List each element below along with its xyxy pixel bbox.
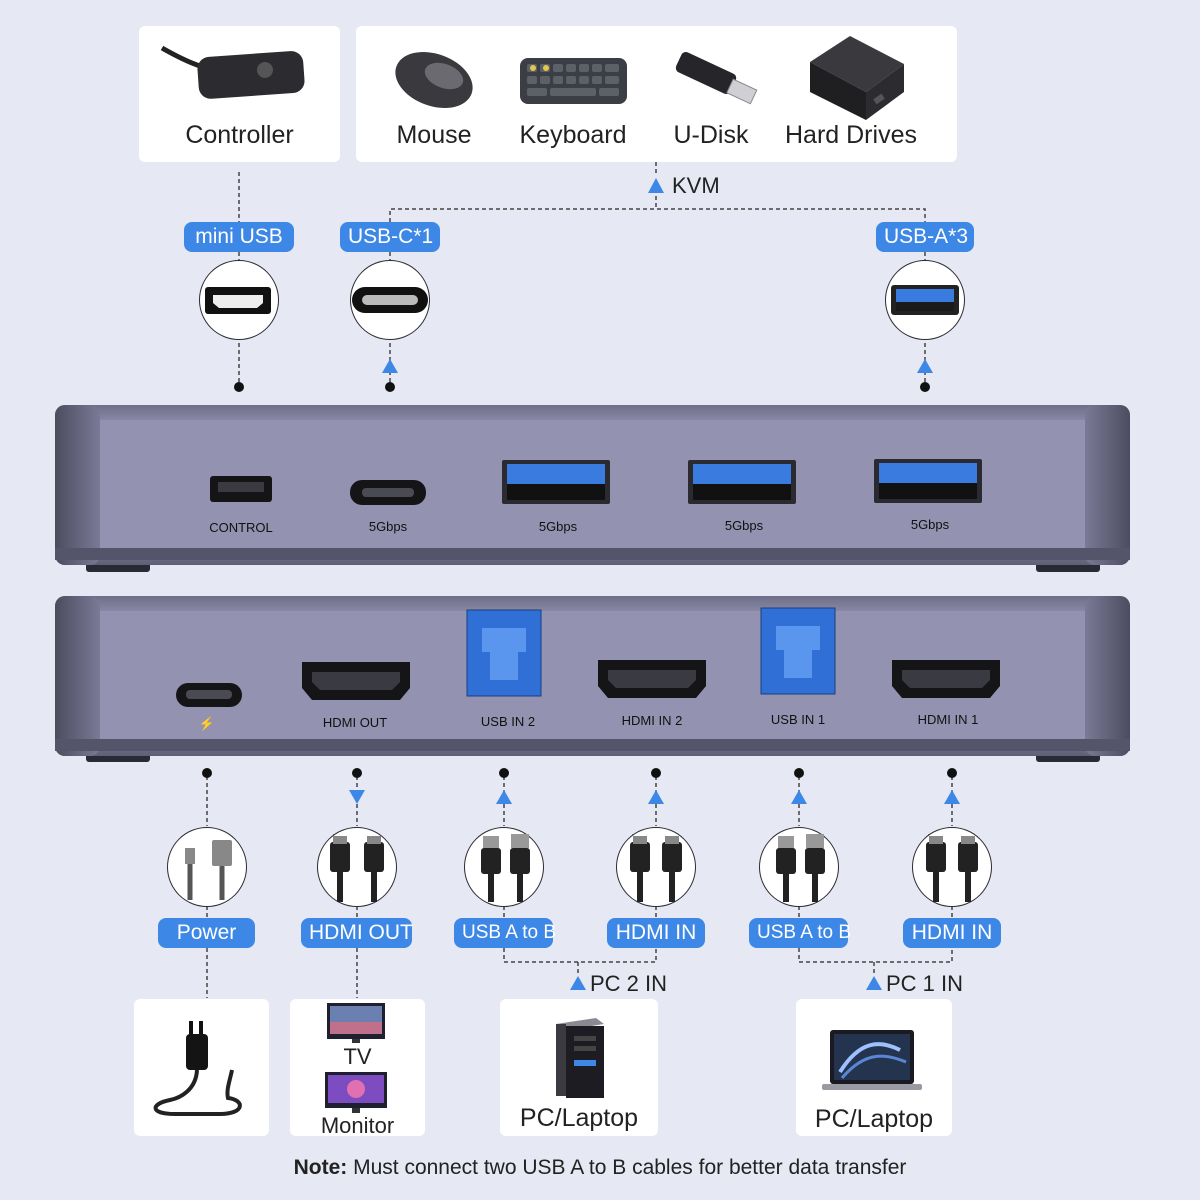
usb-a-circle [885, 260, 965, 340]
laptop-icon [822, 1030, 922, 1090]
bottom-connection-lines [206, 776, 953, 998]
pc1-laptop-label: PC/Laptop [814, 1105, 934, 1133]
usba3-speed-label: 5Gbps [910, 517, 950, 532]
hdmi-in-2-pill: HDMI IN [607, 918, 705, 948]
hdmi-out-pill: HDMI OUT [301, 918, 413, 948]
usb-a-to-b-1-circle [759, 827, 839, 907]
usb-a-pill: USB-A*3 [876, 222, 974, 252]
pc2-laptop-label: PC/Laptop [519, 1104, 639, 1132]
kvm-bottom-panel [55, 596, 1130, 762]
monitor-label: Monitor [320, 1113, 395, 1138]
note-bold: Note: [293, 1156, 348, 1179]
usba2-speed-label: 5Gbps [724, 518, 764, 533]
top-dots [234, 382, 930, 392]
usb-stick-icon [675, 51, 758, 105]
usba1-speed-label: 5Gbps [538, 519, 578, 534]
mini-usb-circle [199, 260, 279, 340]
hdmi-in-1-port-label: HDMI IN 1 [917, 712, 979, 727]
keyboard-icon [520, 58, 627, 104]
power-cable-circle [167, 827, 247, 907]
switch-controller-icon [160, 45, 305, 99]
top-connection-lines [238, 162, 926, 384]
usb-in-1-port-label: USB IN 1 [770, 712, 826, 727]
tv-label: TV [343, 1044, 372, 1069]
hdmi-out-cable-circle [317, 827, 397, 907]
hard-drives-label: Hard Drives [785, 121, 917, 149]
usb-a-to-b-2-circle [464, 827, 544, 907]
note-body: Must connect two USB A to B cables for b… [347, 1156, 907, 1179]
keyboard-label: Keyboard [519, 121, 627, 149]
usb-in-2-port-label: USB IN 2 [480, 714, 536, 729]
hdmi-in-2-cable-circle [616, 827, 696, 907]
pc1-in-label: PC 1 IN [886, 971, 964, 996]
hdmi-out-port-label: HDMI OUT [322, 715, 388, 730]
power-adapter-icon [153, 1021, 242, 1116]
hdmi-in-2-port-label: HDMI IN 2 [621, 713, 683, 728]
power-pill: Power [158, 918, 255, 948]
mini-usb-pill: mini USB [184, 222, 294, 252]
tv-icon [327, 1003, 385, 1043]
hdmi-in-1-pill: HDMI IN [903, 918, 1001, 948]
note-text: Note: Must connect two USB A to B cables… [0, 1156, 1200, 1180]
monitor-icon [325, 1072, 387, 1113]
udisk-label: U-Disk [673, 121, 749, 149]
pc-tower-icon [556, 1018, 604, 1098]
hard-drive-icon [810, 36, 904, 120]
kvm-arrow-icon [648, 178, 664, 193]
kvm-label: KVM [672, 173, 720, 198]
usb-a-to-b-2-pill: USB A to B [454, 918, 556, 948]
hdmi-in-1-cable-circle [912, 827, 992, 907]
power-port-label: ⚡ [198, 716, 216, 731]
mouse-label: Mouse [396, 121, 472, 149]
mouse-icon [395, 51, 473, 109]
usb-c-pill: USB-C*1 [340, 222, 440, 252]
kvm-top-panel [55, 405, 1130, 572]
usb-a-to-b-1-pill: USB A to B [749, 918, 851, 948]
controller-label: Controller [185, 121, 294, 149]
usb-c-circle [350, 260, 430, 340]
bottom-dots [202, 768, 957, 778]
usbc-speed-label: 5Gbps [368, 519, 408, 534]
bottom-arrows [349, 790, 960, 990]
top-arrows [382, 359, 933, 373]
control-port-label: CONTROL [209, 520, 273, 535]
pc2-in-label: PC 2 IN [590, 971, 668, 996]
